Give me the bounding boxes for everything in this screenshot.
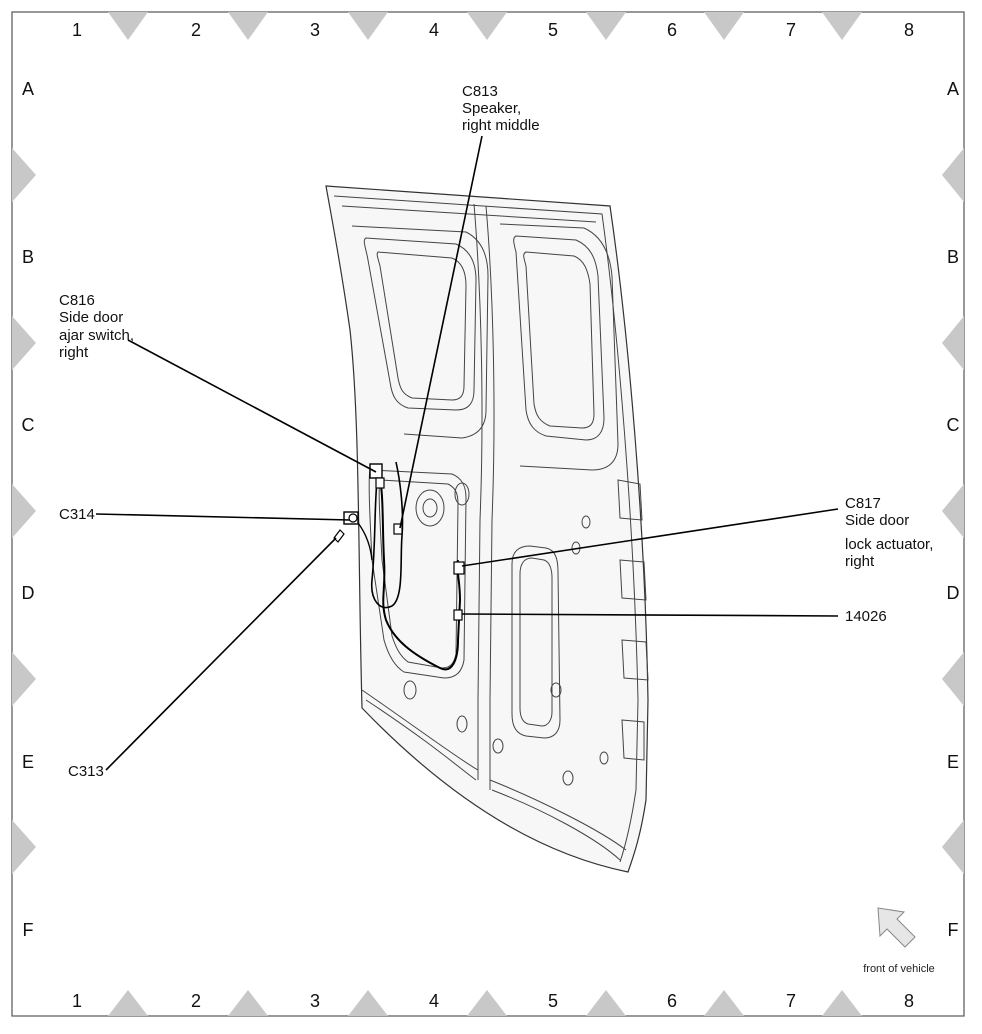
- arrow-up-left-icon: [877, 907, 916, 948]
- connector-code: C817: [845, 495, 881, 512]
- connector-description: right middle: [462, 117, 540, 134]
- part-number: 14026: [845, 608, 887, 625]
- column-label: 2: [191, 991, 201, 1011]
- right-row-labels: A B C D E F: [947, 79, 960, 940]
- connector-description: Side door: [845, 512, 909, 529]
- row-label: B: [22, 247, 34, 267]
- connector-code: C816: [59, 292, 95, 309]
- column-label: 3: [310, 991, 320, 1011]
- top-grid-markers: [108, 12, 862, 40]
- callout-c314: C314: [59, 506, 95, 523]
- bottom-grid-markers: [108, 990, 862, 1016]
- connector-description: ajar switch,: [59, 327, 134, 344]
- connector-description: Speaker,: [462, 100, 521, 117]
- row-label: A: [22, 79, 34, 99]
- row-label: D: [22, 583, 35, 603]
- row-label: F: [948, 920, 959, 940]
- connector-description: lock actuator,: [845, 536, 933, 553]
- callout-c813: C813 Speaker, right middle: [462, 83, 540, 134]
- side-door-illustration: [325, 185, 649, 873]
- column-label: 2: [191, 20, 201, 40]
- connector-description: right: [845, 553, 875, 570]
- row-label: A: [947, 79, 959, 99]
- row-label: E: [947, 752, 959, 772]
- orientation-indicator: front of vehicle: [863, 907, 935, 975]
- top-column-labels: 1 2 3 4 5 6 7 8: [72, 20, 914, 40]
- column-label: 6: [667, 991, 677, 1011]
- column-label: 4: [429, 991, 439, 1011]
- callout-c816: C816 Side door ajar switch, right: [59, 292, 134, 361]
- orientation-caption: front of vehicle: [863, 963, 935, 975]
- row-label: B: [947, 247, 959, 267]
- c817-leader: [461, 508, 839, 567]
- connector-code: C314: [59, 506, 95, 523]
- column-label: 1: [72, 991, 82, 1011]
- column-label: 5: [548, 991, 558, 1011]
- c313-leader: [105, 537, 337, 771]
- row-label: C: [22, 415, 35, 435]
- column-label: 6: [667, 20, 677, 40]
- column-label: 3: [310, 20, 320, 40]
- 14026-leader: [461, 613, 839, 617]
- column-label: 8: [904, 20, 914, 40]
- right-grid-markers: [942, 148, 964, 874]
- c314-leader: [95, 513, 351, 521]
- left-row-labels: A B C D E F: [22, 79, 35, 940]
- left-grid-markers: [12, 148, 36, 874]
- connector-description: Side door: [59, 309, 123, 326]
- column-label: 8: [904, 991, 914, 1011]
- column-label: 7: [786, 991, 796, 1011]
- connector-code: C313: [68, 763, 104, 780]
- bottom-column-labels: 1 2 3 4 5 6 7 8: [72, 991, 914, 1011]
- row-label: F: [23, 920, 34, 940]
- c813-leader: [399, 135, 483, 529]
- column-label: 7: [786, 20, 796, 40]
- callout-c817: C817 Side door lock actuator, right: [845, 495, 933, 570]
- row-label: C: [947, 415, 960, 435]
- connector-code: C813: [462, 83, 498, 100]
- row-label: D: [947, 583, 960, 603]
- column-label: 4: [429, 20, 439, 40]
- callout-c313: C313: [68, 763, 104, 780]
- column-label: 1: [72, 20, 82, 40]
- c816-leader: [127, 339, 377, 473]
- callout-leaders: [95, 135, 839, 771]
- column-label: 5: [548, 20, 558, 40]
- callout-14026: 14026: [845, 608, 887, 625]
- connector-description: right: [59, 344, 89, 361]
- row-label: E: [22, 752, 34, 772]
